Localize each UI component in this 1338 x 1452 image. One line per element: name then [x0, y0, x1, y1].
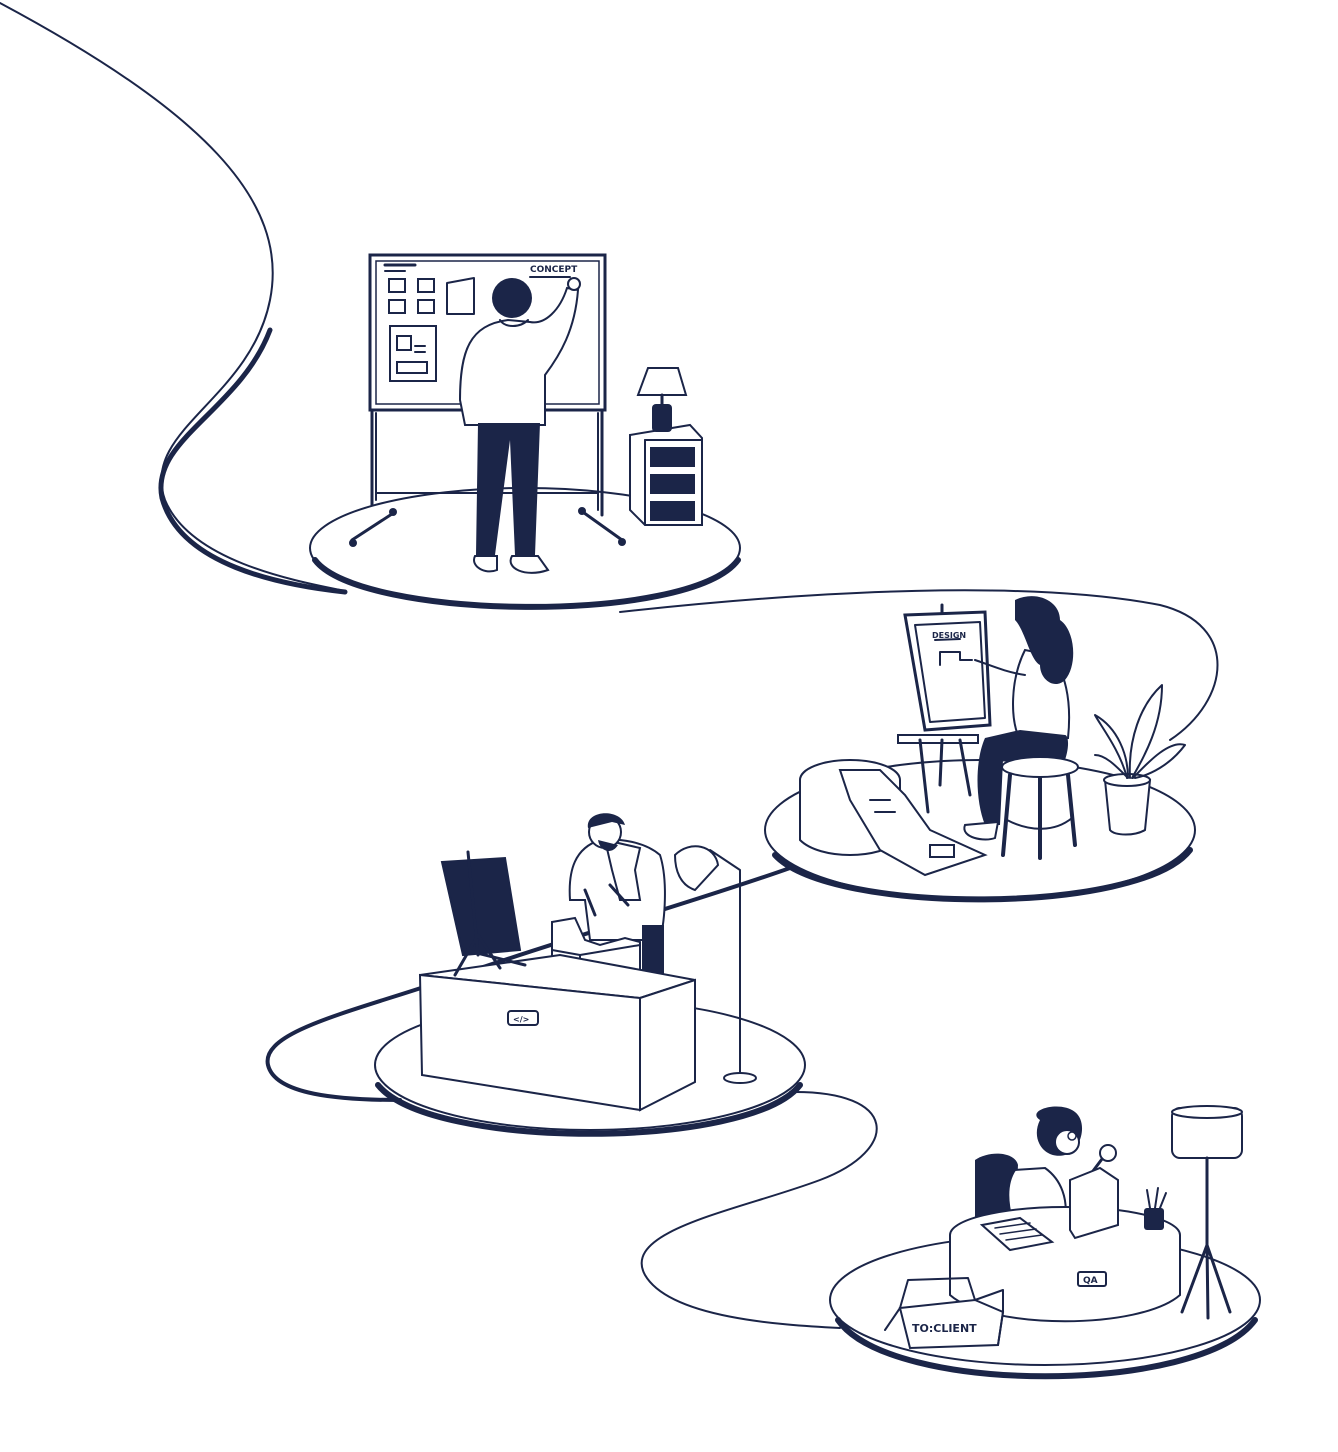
workflow-path-outer — [158, 327, 348, 595]
pouf — [799, 759, 988, 877]
qa-station: QA TO:CLIENT — [829, 1105, 1261, 1380]
development-station: </> — [374, 813, 806, 1137]
concept-station: CONCEPT — [309, 253, 741, 610]
workflow-path-link-3 — [640, 1090, 878, 1329]
development-platform-rim — [375, 1082, 803, 1137]
design-platform-rim — [772, 847, 1193, 903]
to-client-label: TO:CLIENT — [912, 1322, 977, 1335]
person-design — [963, 596, 1074, 841]
potted-plant — [1094, 684, 1186, 836]
floor-lamp — [673, 845, 757, 1084]
workflow-path-link-1 — [619, 589, 1219, 741]
concept-platform-rim — [312, 557, 741, 610]
delivery-box — [884, 1277, 1005, 1350]
person-concept — [458, 277, 581, 574]
stool — [1001, 756, 1079, 860]
qa-platform-rim — [835, 1317, 1258, 1380]
code-label: </> — [513, 1015, 529, 1024]
tripod-lamp — [1171, 1105, 1243, 1320]
office-chair — [975, 1153, 1018, 1220]
concept-label: CONCEPT — [530, 265, 578, 275]
design-station: DESIGN — [764, 596, 1196, 903]
monitor-easel — [440, 850, 527, 977]
qa-label: QA — [1083, 1276, 1098, 1286]
person-development — [568, 813, 666, 977]
bookcase — [629, 423, 703, 526]
table-lamp — [636, 367, 688, 432]
easel — [897, 603, 992, 814]
design-label: DESIGN — [932, 631, 966, 640]
workbench — [418, 953, 696, 1112]
workflow-path — [0, 2, 341, 591]
qa-desk — [949, 1166, 1181, 1323]
